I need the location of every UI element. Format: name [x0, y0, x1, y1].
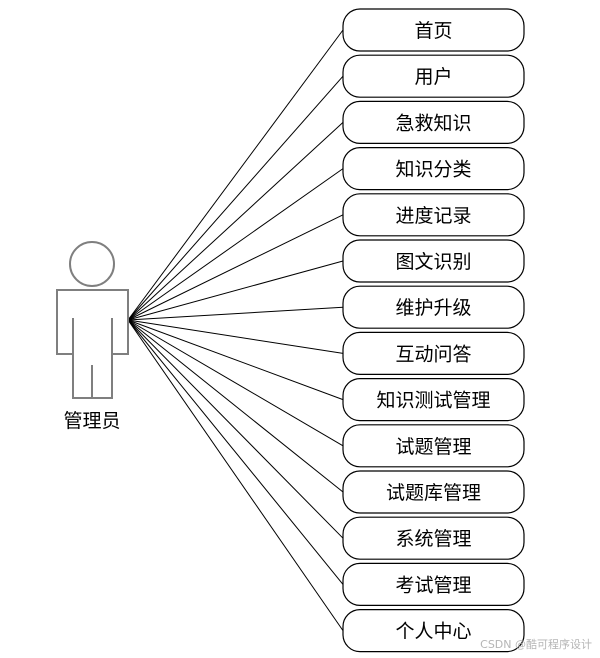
actor-body: [56, 289, 129, 399]
use-case-box: [342, 239, 525, 283]
use-case-label: 考试管理: [395, 574, 471, 596]
association-line: [127, 319, 344, 585]
use-case-label: 图文识别: [395, 251, 471, 273]
use-case-box: [342, 193, 525, 237]
use-case: 试题管理: [342, 424, 525, 468]
use-case: 急救知识: [342, 100, 525, 145]
use-case-label: 用户: [414, 66, 452, 88]
use-case-box: [342, 562, 525, 607]
use-case-box: [342, 608, 525, 653]
use-case-label: 知识测试管理: [376, 390, 490, 412]
use-case: 系统管理: [342, 516, 525, 560]
use-case-box: [342, 378, 525, 422]
association-line: [127, 122, 344, 321]
watermark: CSDN @酷可程序设计: [480, 638, 592, 651]
actor-head: [69, 241, 115, 287]
use-case: 互动问答: [342, 331, 525, 375]
actor-figure: [56, 241, 129, 399]
association-line: [127, 260, 344, 321]
association-line: [127, 214, 344, 321]
association-line: [127, 168, 344, 321]
use-case: 知识测试管理: [342, 378, 525, 422]
actor-label: 管理员: [63, 410, 120, 432]
use-case-box: [342, 147, 525, 191]
use-case-label: 个人中心: [395, 621, 471, 643]
use-case: 图文识别: [342, 239, 525, 283]
association-line: [127, 319, 344, 631]
use-case-label: 互动问答: [395, 343, 471, 365]
use-case-box: [342, 285, 525, 329]
use-case-box: [342, 516, 525, 560]
use-case-label: 系统管理: [395, 528, 471, 550]
use-case-label: 进度记录: [395, 205, 471, 227]
association-line: [127, 319, 344, 539]
use-case-label: 试题管理: [395, 436, 471, 458]
use-case-box: [342, 54, 525, 98]
association-line: [127, 319, 344, 401]
use-case-box: [342, 100, 525, 145]
use-case-label: 维护升级: [395, 297, 471, 319]
association-line: [127, 319, 344, 354]
association-line: [127, 319, 344, 447]
use-case-label: 首页: [414, 20, 452, 42]
use-case: 考试管理: [342, 562, 525, 607]
use-case-box: [342, 331, 525, 375]
use-case-box: [342, 8, 525, 52]
association-line: [127, 306, 344, 321]
use-case: 用户: [342, 54, 525, 98]
use-case: 试题库管理: [342, 470, 525, 514]
use-case-label: 急救知识: [395, 112, 471, 134]
association-line: [127, 75, 344, 321]
use-case-box: [342, 470, 525, 514]
use-case: 首页: [342, 8, 525, 52]
use-case: 进度记录: [342, 193, 525, 237]
use-case-list: 首页用户急救知识知识分类进度记录图文识别维护升级互动问答知识测试管理试题管理试题…: [342, 8, 525, 653]
use-case-label: 试题库管理: [386, 482, 481, 504]
association-line: [127, 319, 344, 493]
association-lines: [127, 29, 344, 631]
association-line: [127, 29, 344, 321]
use-case-label: 知识分类: [395, 159, 471, 181]
use-case: 维护升级: [342, 285, 525, 329]
use-case-box: [342, 424, 525, 468]
use-case: 知识分类: [342, 147, 525, 191]
use-case: 个人中心: [342, 608, 525, 653]
